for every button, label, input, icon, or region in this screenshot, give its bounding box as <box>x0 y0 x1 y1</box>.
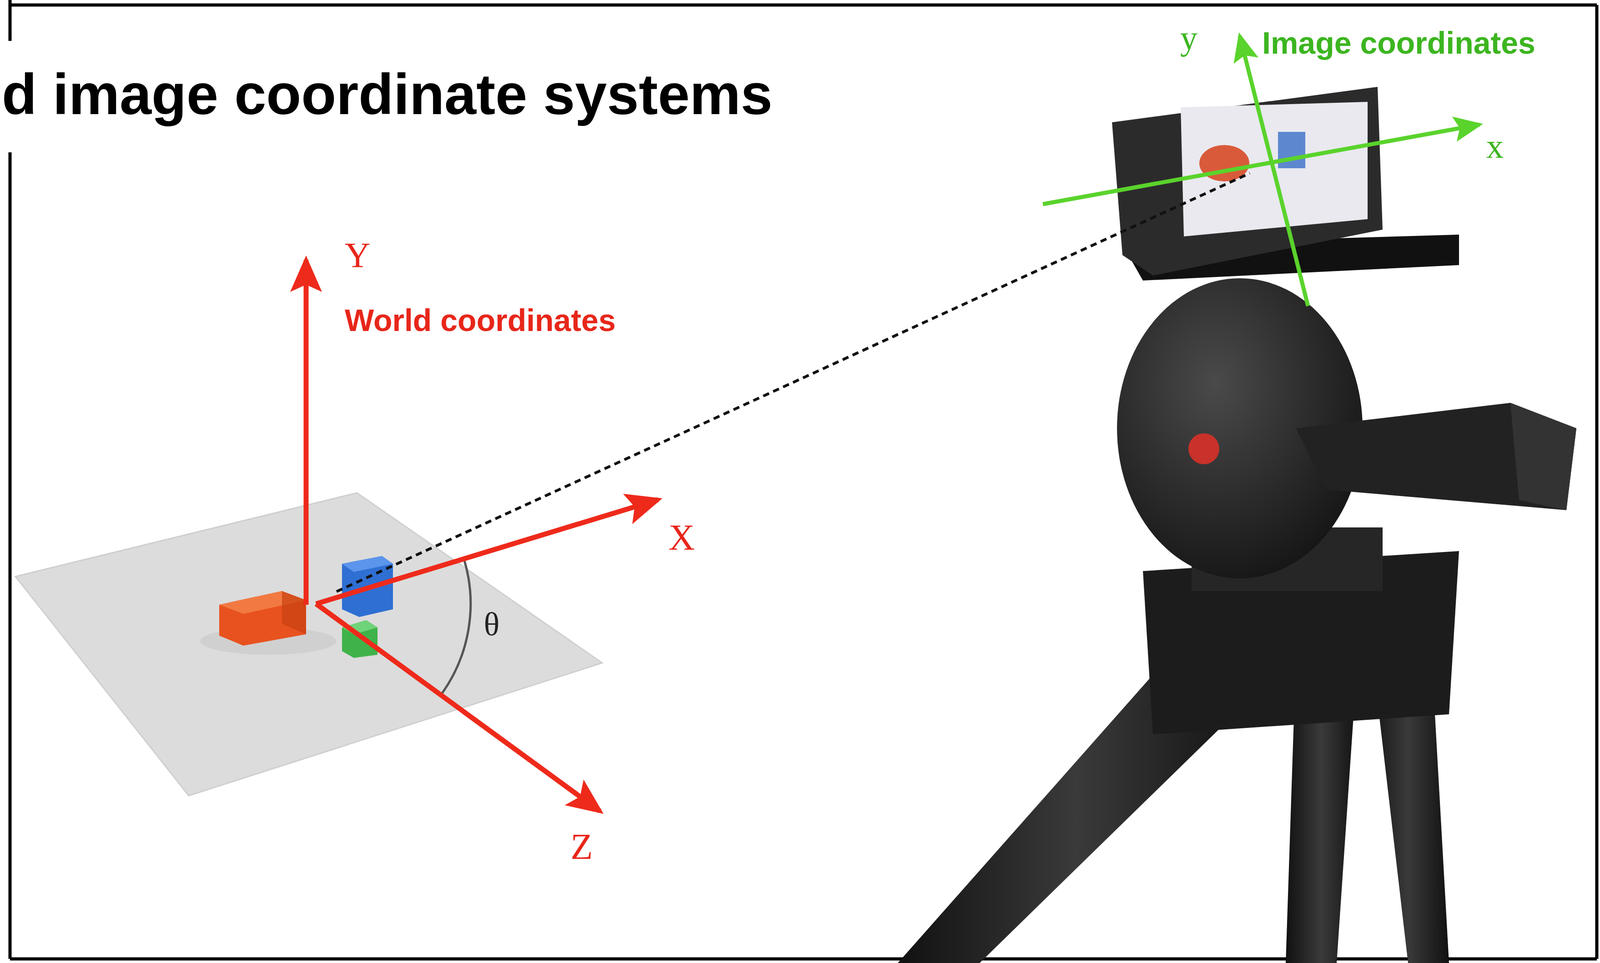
axis-caption: Image coordinates <box>1262 27 1536 59</box>
world-axes <box>306 260 659 812</box>
axis-label: y <box>1180 20 1198 56</box>
tripod-camera <box>897 86 1577 963</box>
angle-label: θ <box>483 608 500 641</box>
frame <box>10 0 1597 960</box>
axis-label: Y <box>344 237 371 273</box>
title: d image coordinate systems <box>1 65 773 124</box>
axis-label: X <box>668 519 695 556</box>
projection-ray <box>336 173 1250 592</box>
angle-arc <box>440 558 471 696</box>
axis-label: x <box>1486 128 1504 164</box>
image-axes <box>1042 35 1480 307</box>
axis-label: Z <box>570 828 594 866</box>
axis-caption: World coordinates <box>344 304 616 336</box>
